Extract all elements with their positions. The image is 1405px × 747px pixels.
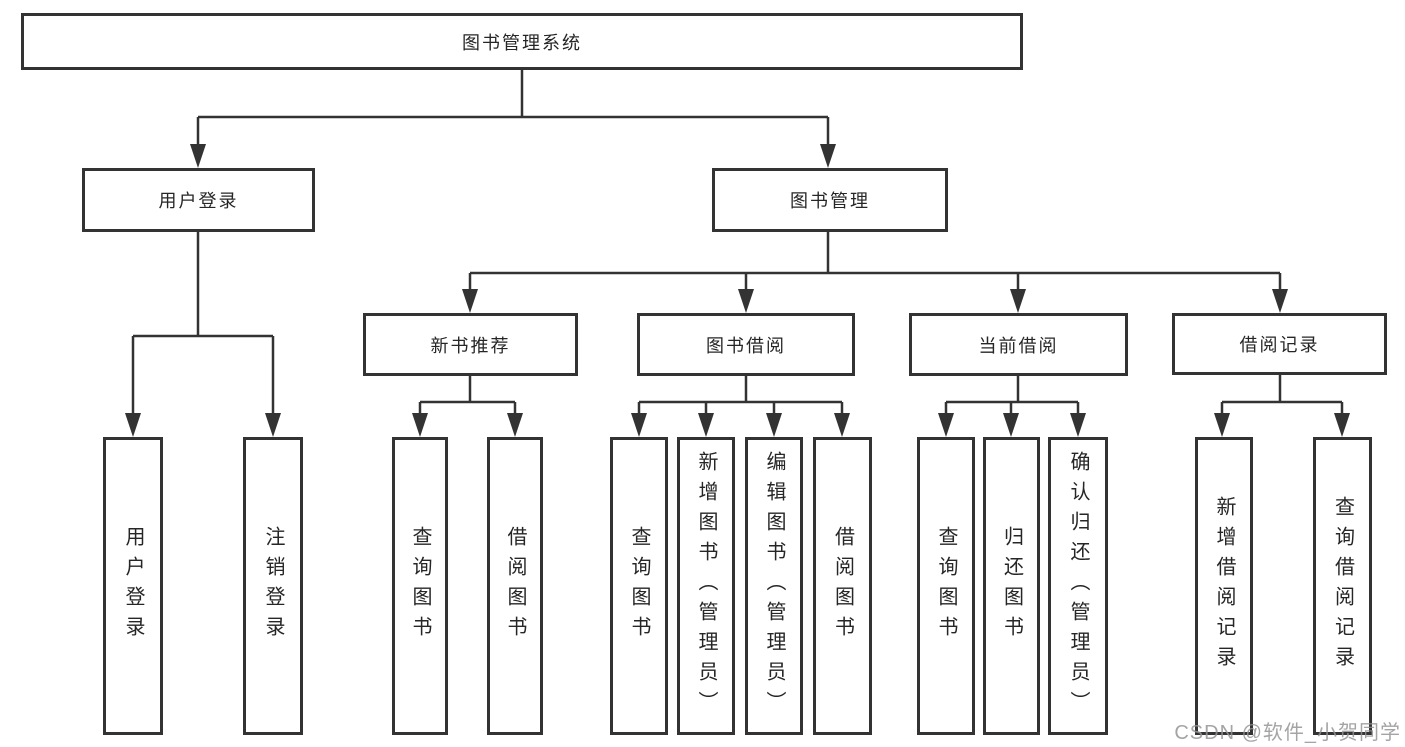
node-user-login: 用户登录 <box>82 168 315 232</box>
leaf-borrow-books-label: 借阅图书 <box>831 526 854 646</box>
leaf-user-login-label: 用户登录 <box>122 526 144 646</box>
leaf-logout: 注销登录 <box>243 437 303 735</box>
leaf-borrow-books-recommend: 借阅图书 <box>487 437 543 735</box>
node-book-borrow: 图书借阅 <box>637 313 855 376</box>
leaf-edit-book-admin: 编辑图书（管理员） <box>745 437 803 735</box>
leaf-query-books-recommend-label: 查询图书 <box>409 526 431 646</box>
leaf-add-borrow-record-label: 新增借阅记录 <box>1213 496 1235 676</box>
edge-borrow-records-to-leaves <box>1214 375 1350 437</box>
edge-current-borrow-to-leaves <box>938 376 1086 437</box>
leaf-edit-book-admin-label: 编辑图书（管理员） <box>763 451 785 721</box>
node-root: 图书管理系统 <box>21 13 1023 70</box>
edge-user-login-to-leaves <box>125 232 281 437</box>
edge-book-management-to-level3 <box>462 232 1288 313</box>
leaf-query-books-borrow: 查询图书 <box>610 437 668 735</box>
csdn-watermark: CSDN @软件_小贺同学 <box>1174 722 1401 744</box>
leaf-borrow-books-recommend-label: 借阅图书 <box>504 526 526 646</box>
node-borrow-records: 借阅记录 <box>1172 313 1387 375</box>
leaf-query-books-recommend: 查询图书 <box>392 437 448 735</box>
leaf-add-borrow-record: 新增借阅记录 <box>1195 437 1253 735</box>
edge-root-to-level2 <box>190 70 836 168</box>
leaf-logout-label: 注销登录 <box>262 526 284 646</box>
leaf-query-borrow-record-label: 查询借阅记录 <box>1331 496 1354 676</box>
leaf-user-login: 用户登录 <box>103 437 163 735</box>
leaf-confirm-return-admin-label: 确认归还（管理员） <box>1067 451 1089 721</box>
leaf-add-book-admin: 新增图书（管理员） <box>677 437 735 735</box>
leaf-query-borrow-record: 查询借阅记录 <box>1313 437 1372 735</box>
leaf-return-book-label: 归还图书 <box>1000 526 1023 646</box>
leaf-confirm-return-admin: 确认归还（管理员） <box>1048 437 1108 735</box>
node-book-management: 图书管理 <box>712 168 948 232</box>
node-current-borrow: 当前借阅 <box>909 313 1128 376</box>
leaf-query-books-borrow-label: 查询图书 <box>628 526 650 646</box>
edge-book-borrow-to-leaves <box>631 376 850 437</box>
leaf-return-book: 归还图书 <box>983 437 1040 735</box>
edge-new-book-recommend-to-leaves <box>412 376 523 437</box>
leaf-query-books-current-label: 查询图书 <box>935 526 957 646</box>
leaf-add-book-admin-label: 新增图书（管理员） <box>695 451 717 721</box>
node-new-book-recommend: 新书推荐 <box>363 313 578 376</box>
leaf-borrow-books: 借阅图书 <box>813 437 872 735</box>
leaf-query-books-current: 查询图书 <box>917 437 975 735</box>
